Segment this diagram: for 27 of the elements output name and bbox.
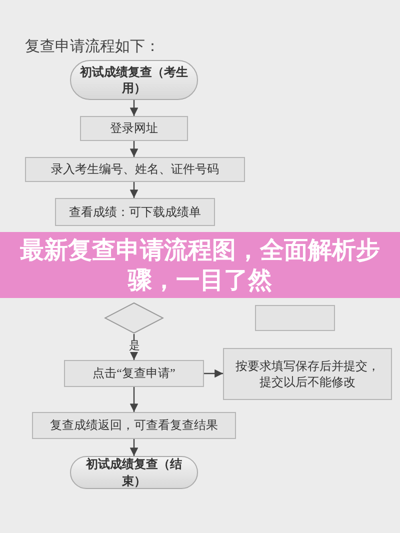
decision-diamond <box>104 302 164 334</box>
terminator-box <box>70 456 198 489</box>
process-box <box>55 198 215 226</box>
arrow <box>204 369 223 378</box>
step-text: 按要求填写保存后并提交，提交以后不能修改 <box>234 358 380 390</box>
step-text: 复查成绩返回，可查看复查结果 <box>50 417 218 434</box>
process-box <box>80 116 188 141</box>
arrow <box>130 100 138 116</box>
arrow <box>130 141 138 157</box>
title-banner: 最新复查申请流程图，全面解析步骤，一目了然 <box>0 232 400 298</box>
process-box <box>32 412 236 439</box>
step-text: 初试成绩复查（考生用） <box>79 64 189 96</box>
step-text: 点击“复查申请” <box>92 365 176 382</box>
terminator-box <box>70 60 198 100</box>
step-text: 查看成绩：可下载成绩单 <box>69 204 201 220</box>
step-text: 登录网址 <box>110 120 158 137</box>
arrow <box>130 182 138 198</box>
process-box <box>25 157 245 182</box>
process-box <box>223 348 392 400</box>
arrow <box>130 439 138 456</box>
step-text: 录入考生编号、姓名、证件号码 <box>51 161 219 178</box>
process-box <box>255 305 335 331</box>
arrow <box>130 387 138 412</box>
heading-text: 复查申请流程如下： <box>25 37 160 57</box>
step-text: 初试成绩复查（结束） <box>84 456 183 489</box>
process-box <box>64 360 204 387</box>
edge-label: 是 <box>128 341 141 352</box>
